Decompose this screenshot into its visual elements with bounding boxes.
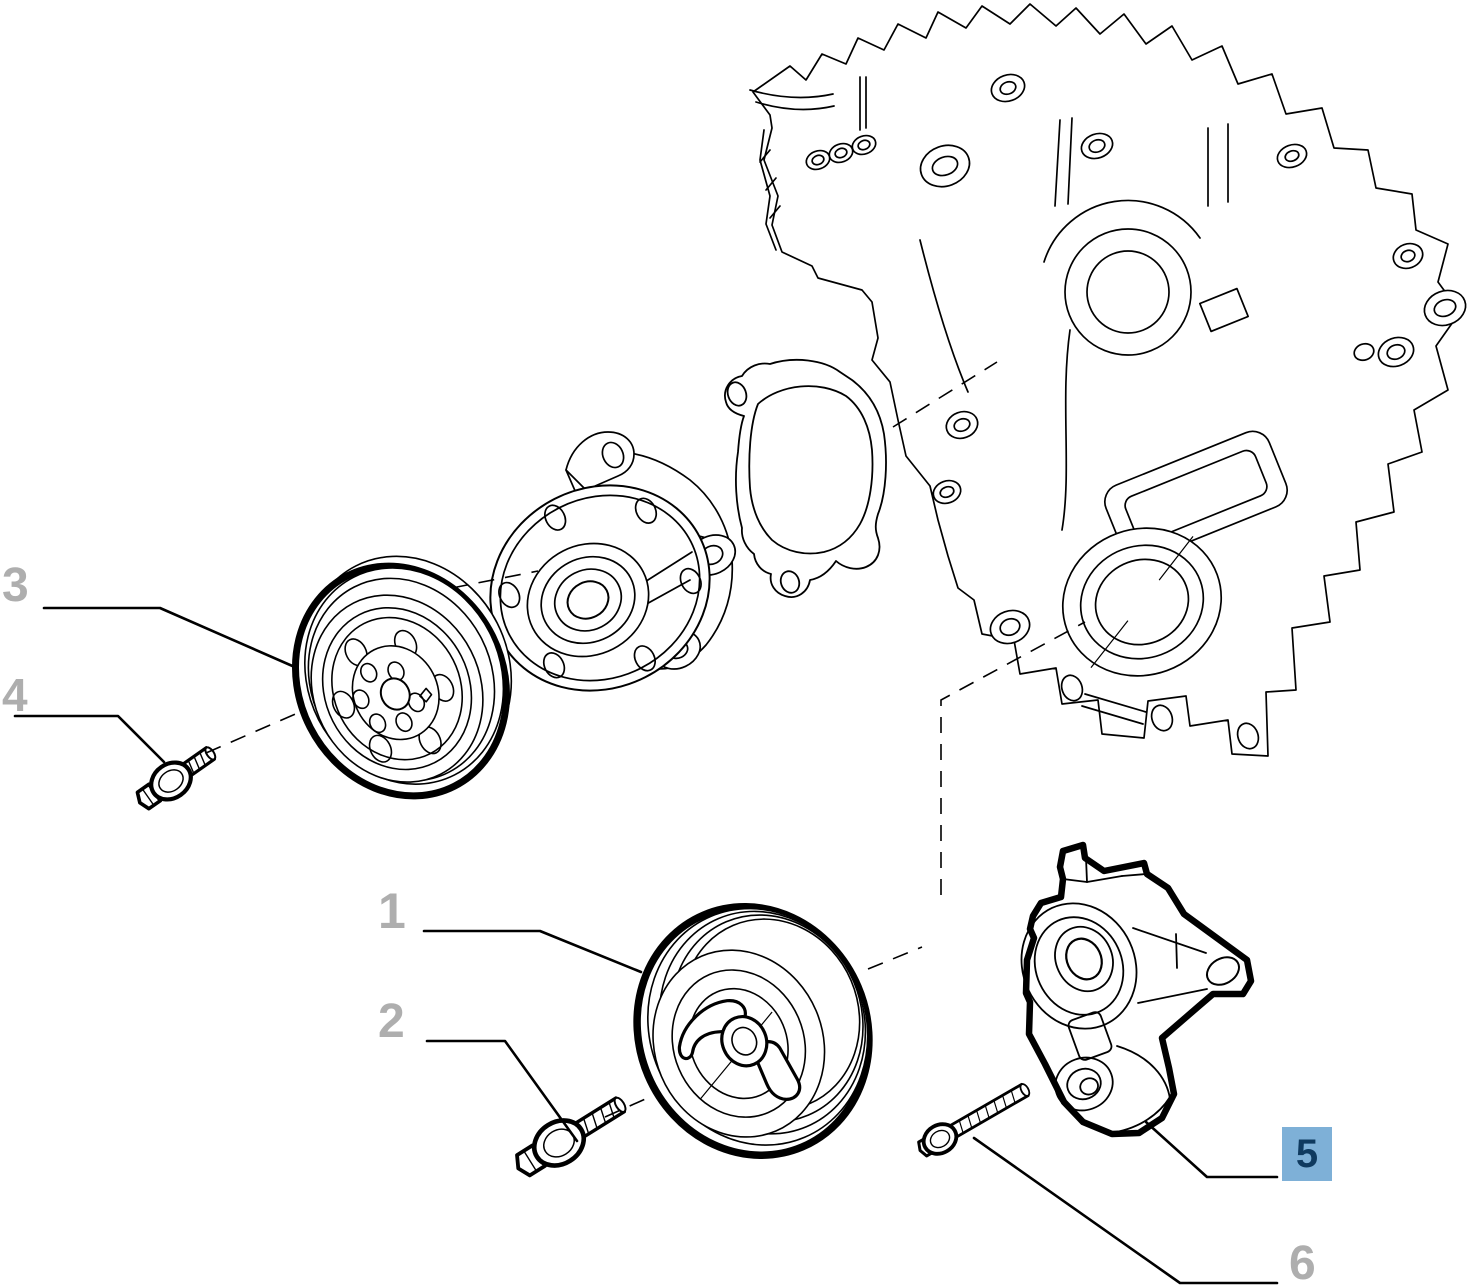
water-pump-pulley xyxy=(292,555,513,800)
water-pump-pulley-bolt xyxy=(135,746,217,811)
callout-4[interactable]: 4 xyxy=(2,669,28,721)
belt-tensioner xyxy=(1020,841,1255,1138)
crankshaft-pulley-bolt xyxy=(515,1096,627,1178)
water-pump-gasket xyxy=(724,358,887,598)
leader-2 xyxy=(425,1039,579,1143)
leader-3 xyxy=(42,606,299,670)
leader-5 xyxy=(1144,1120,1279,1179)
leader-1 xyxy=(422,929,643,974)
assembly-centerlines xyxy=(205,361,1086,1118)
leader-4 xyxy=(13,714,166,764)
callout-5-highlighted[interactable]: 5 xyxy=(1282,1127,1332,1181)
callout-6[interactable]: 6 xyxy=(1289,1237,1316,1287)
callout-leader-lines xyxy=(13,606,1279,1285)
callout-1[interactable]: 1 xyxy=(378,883,406,939)
water-pump xyxy=(489,431,737,692)
callout-3[interactable]: 3 xyxy=(2,559,29,612)
belt-tensioner-bolt xyxy=(917,1082,1031,1158)
crankshaft-pulley xyxy=(633,903,873,1159)
leader-6 xyxy=(972,1136,1279,1285)
callout-2[interactable]: 2 xyxy=(378,995,405,1048)
timing-cover xyxy=(749,3,1467,757)
